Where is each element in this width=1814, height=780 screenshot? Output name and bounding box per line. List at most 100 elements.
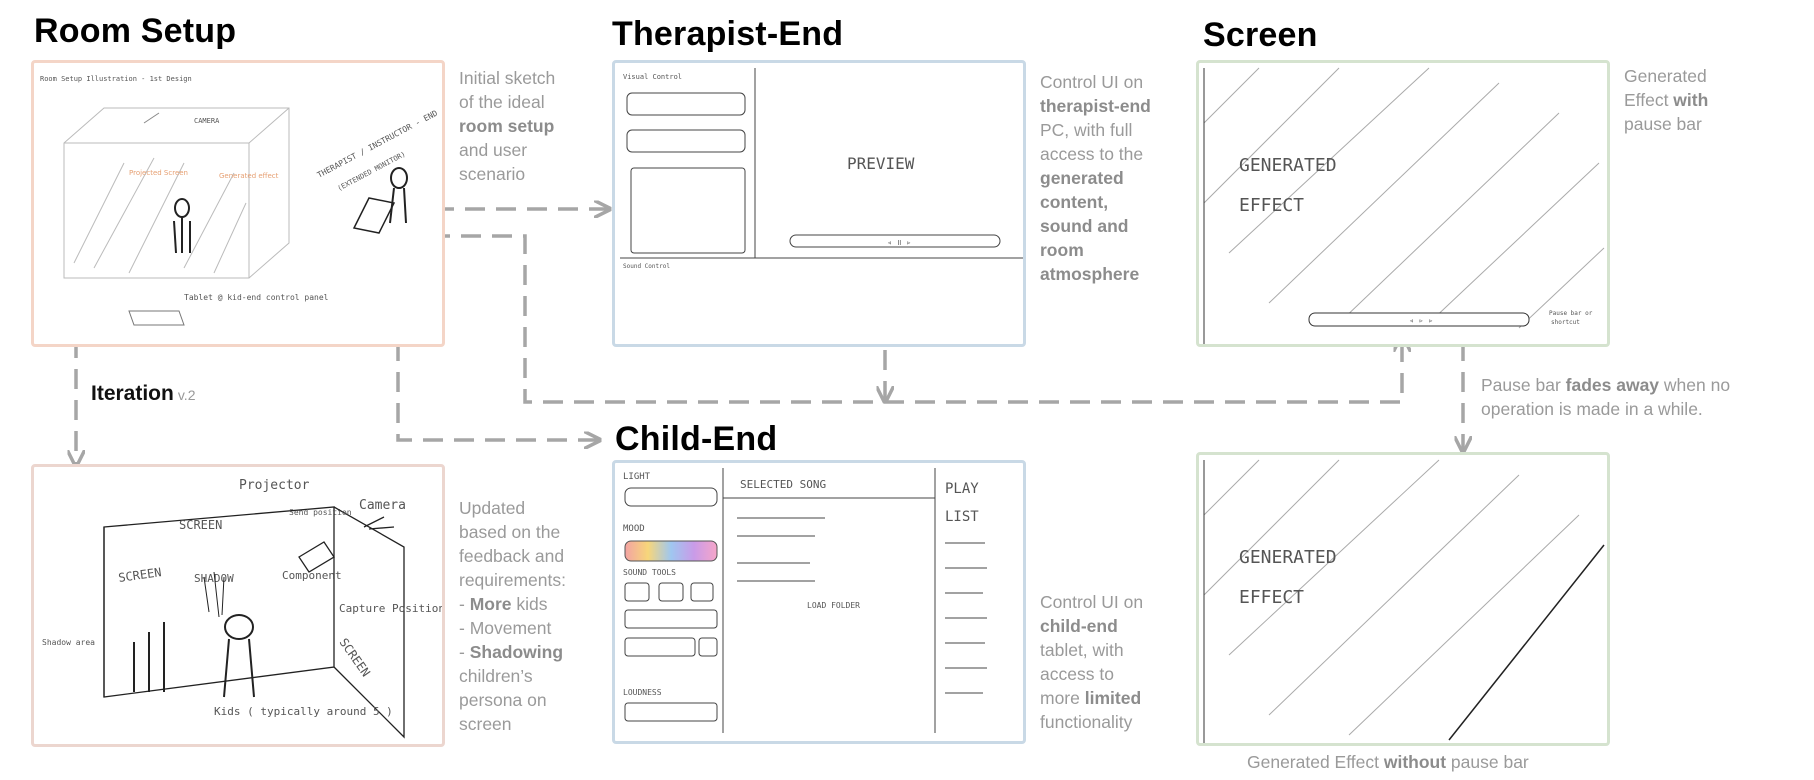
caption-text: Control UI on: [1040, 592, 1144, 612]
caption-text: feedback and: [459, 546, 565, 566]
caption-without-pausebar: Generated Effect without pause bar: [1247, 750, 1529, 774]
caption-text: access to the: [1040, 144, 1144, 164]
caption-pause-fade-l2: operation is made in a while.: [1481, 399, 1703, 419]
caption-line: child-end: [1040, 614, 1143, 638]
child-end-frame: LIGHT MOOD SOUND TOOLS LOUDNESS SELECTED…: [612, 460, 1026, 744]
caption-line: Control UI on: [1040, 590, 1143, 614]
sk-upd-shadow-area: Shadow area: [42, 638, 95, 647]
sk-screen-note2: shortcut: [1551, 319, 1580, 326]
caption-line: PC, with full: [1040, 118, 1151, 142]
title-therapist-end: Therapist-End: [612, 15, 844, 53]
child-end-sketch: LIGHT MOOD SOUND TOOLS LOUDNESS SELECTED…: [623, 468, 987, 733]
caption-text: children’s: [459, 666, 533, 686]
caption-line: more limited: [1040, 686, 1143, 710]
caption-line: room setup: [459, 114, 555, 138]
sk-screen-pausebar: [1308, 312, 1530, 327]
caption-text: tablet, with: [1040, 640, 1124, 660]
caption-text: PC, with full: [1040, 120, 1133, 140]
sk-screen-generated: GENERATED: [1239, 155, 1337, 176]
caption-text: Updated: [459, 498, 526, 518]
caption-text: - Movement: [459, 618, 552, 638]
caption-bold: Shadowing: [469, 642, 564, 662]
iteration-version: v.2: [177, 387, 196, 403]
caption-text: based on the: [459, 522, 561, 542]
caption-line: content,: [1040, 190, 1151, 214]
sk-mood-bar: [624, 540, 718, 562]
title-screen: Screen: [1203, 16, 1318, 54]
caption-screen-with-pre: Effect: [1624, 90, 1674, 110]
sk-upd-camera: Camera: [359, 498, 406, 513]
caption-line: - Shadowing: [459, 640, 566, 664]
caption-without-bold: without: [1383, 752, 1447, 772]
sk-room-tablet: Tablet @ kid-end control panel: [184, 293, 329, 302]
sk-upd-projector: Projector: [239, 478, 310, 493]
room-setup-sketch: Room Setup Illustration - 1st Design CAM…: [40, 75, 439, 326]
caption-line: atmosphere: [1040, 262, 1151, 286]
caption-bold: limited: [1084, 688, 1142, 708]
caption-text: -: [459, 594, 470, 614]
caption-screen-with-bold: with: [1673, 90, 1709, 110]
caption-text: scenario: [459, 164, 526, 184]
caption-pause-fade-pre: Pause bar: [1481, 375, 1566, 395]
room-setup-sketch-frame: Room Setup Illustration - 1st Design CAM…: [31, 60, 445, 347]
caption-pause-fade-l1: Pause bar fades away when no: [1481, 373, 1730, 397]
sk-screen-effect: EFFECT: [1239, 195, 1304, 216]
sk-upd-send: Send position: [289, 508, 352, 517]
caption-line: Initial sketch: [459, 66, 555, 90]
caption-line: screen: [459, 712, 566, 736]
sk-preview: PREVIEW: [847, 154, 915, 173]
sk-upd-kids: Kids ( typically around 5 ): [214, 705, 393, 718]
sk-child-light: LIGHT: [623, 472, 651, 482]
therapist-end-sketch: Visual Control PREVIEW ◃ ॥ ▹ Sound Contr…: [620, 68, 1023, 270]
caption-pause-fade: Pause bar fades away when no operation i…: [1481, 373, 1730, 421]
title-child-end: Child-End: [615, 420, 778, 458]
sk-sound-control: Sound Control: [623, 263, 670, 270]
caption-line: sound and: [1040, 214, 1151, 238]
arrow-room-to-screen: [306, 234, 1402, 404]
caption-line: based on the: [459, 520, 566, 544]
caption-line: - Movement: [459, 616, 566, 640]
therapist-end-frame: Visual Control PREVIEW ◃ ॥ ▹ Sound Contr…: [612, 60, 1026, 347]
sk-screen2-generated: GENERATED: [1239, 547, 1337, 568]
caption-text: requirements:: [459, 570, 566, 590]
sk-screen-note1: Pause bar or: [1549, 310, 1593, 317]
caption-line: persona on: [459, 688, 566, 712]
caption-without-pre: Generated Effect: [1247, 752, 1384, 772]
sk-screen2-effect: EFFECT: [1239, 587, 1304, 608]
caption-line: functionality: [1040, 710, 1143, 734]
caption-text: more: [1040, 688, 1085, 708]
caption-text: -: [459, 642, 470, 662]
caption-text: Control UI on: [1040, 72, 1144, 92]
caption-line: feedback and: [459, 544, 566, 568]
screen-without-pausebar-frame: GENERATED EFFECT: [1196, 452, 1610, 746]
sk-child-play: PLAY: [945, 481, 979, 497]
caption-line: tablet, with: [1040, 638, 1143, 662]
caption-line: access to: [1040, 662, 1143, 686]
caption-text: and user: [459, 140, 528, 160]
sk-upd-screen1: SCREEN: [179, 518, 222, 532]
caption-updated: Updated based on the feedback and requireme…: [459, 496, 566, 736]
caption-bold: sound and: [1040, 216, 1129, 236]
caption-bold: generated: [1040, 168, 1124, 188]
caption-bold: room setup: [459, 116, 555, 136]
caption-line: of the ideal: [459, 90, 555, 114]
caption-line: room: [1040, 238, 1151, 262]
caption-line: access to the: [1040, 142, 1151, 166]
caption-bold: child-end: [1040, 616, 1118, 636]
sk-room-projected: Projected Screen: [129, 169, 188, 177]
caption-line: children’s: [459, 664, 566, 688]
sk-room-heading: Room Setup Illustration - 1st Design: [40, 75, 192, 83]
screen-without-pausebar-sketch: GENERATED EFFECT: [1203, 459, 1605, 743]
caption-line: therapist-end: [1040, 94, 1151, 118]
sk-upd-component: Component: [282, 569, 342, 582]
caption-line: and user: [459, 138, 555, 162]
sk-upd-screen2: SCREEN: [117, 565, 162, 585]
caption-text: Initial sketch: [459, 68, 556, 88]
sk-child-loudness: LOUDNESS: [623, 688, 662, 697]
caption-bold: More: [469, 594, 512, 614]
sk-child-sound-tools: SOUND TOOLS: [623, 568, 676, 577]
caption-screen-with-l3: pause bar: [1624, 114, 1702, 134]
caption-text: functionality: [1040, 712, 1133, 732]
